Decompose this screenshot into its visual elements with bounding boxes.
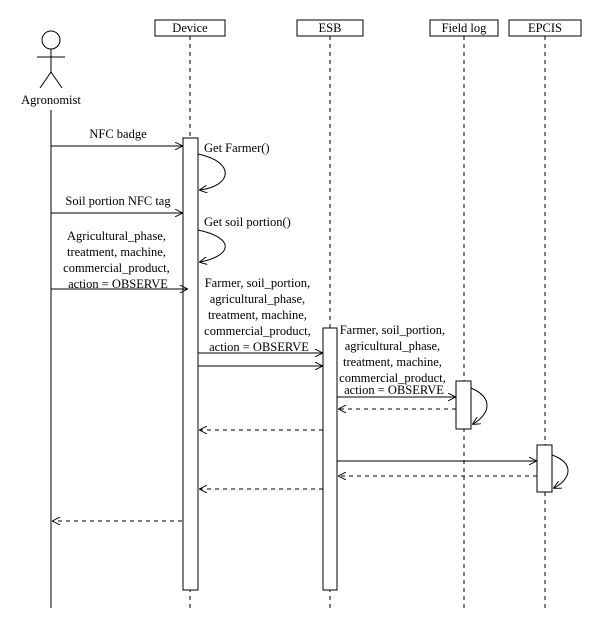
esb-activation — [322, 327, 338, 591]
field-log-self-arrow — [470, 387, 488, 424]
agronomist-label: Agronomist — [21, 93, 81, 107]
nfc-badge-label: NFC badge — [89, 127, 147, 141]
esb-participant: ESB — [296, 19, 364, 37]
get-farmer-label: Get Farmer() — [204, 141, 270, 155]
device-activation — [182, 137, 199, 591]
device-participant: Device — [154, 19, 226, 37]
agronomist-actor: Agronomist — [21, 30, 81, 107]
get-farmer-arrow — [197, 153, 226, 190]
field-log-label: Field log — [442, 21, 488, 35]
epcis-label: EPCIS — [528, 21, 562, 35]
epcis-activation — [536, 444, 553, 493]
epcis-participant: EPCIS — [508, 19, 582, 37]
epcis-self-arrow — [551, 454, 569, 488]
field-log-participant: Field log — [429, 19, 499, 37]
soil-tag-label: Soil portion NFC tag — [65, 194, 171, 208]
device-to-esb-label: Farmer, soil_portion, agricultural_phase… — [204, 276, 314, 354]
field-log-activation — [455, 380, 472, 430]
esb-to-log-label: Farmer, soil_portion, agricultural_phase… — [339, 323, 449, 397]
get-soil-arrow — [197, 229, 226, 262]
esb-label: ESB — [319, 21, 342, 35]
observe-request-label: Agricultural_phase, treatment, machine, … — [63, 229, 173, 291]
get-soil-label: Get soil portion() — [204, 215, 291, 229]
device-label: Device — [172, 21, 208, 35]
